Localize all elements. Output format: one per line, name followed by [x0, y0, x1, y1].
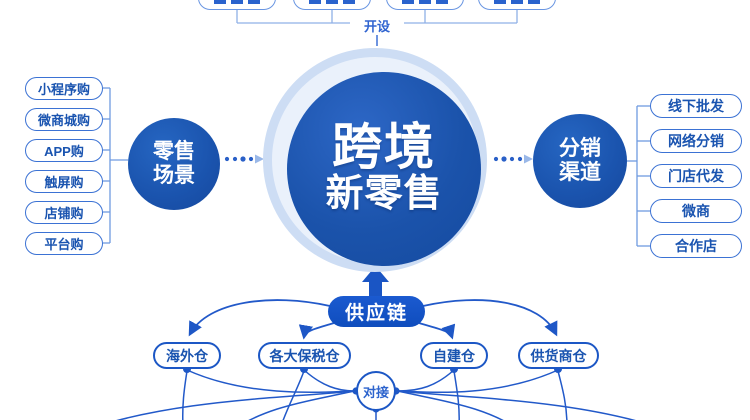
retail-scenes-hub: 零售 场景	[128, 118, 220, 210]
channel-item-wechat-business: 微商	[650, 199, 742, 223]
channel-item-store-dropship: 门店代发	[650, 164, 742, 188]
cross-border-new-retail-hub: 跨境 新零售	[287, 72, 481, 266]
channel-item-online-distribution: 网络分销	[650, 129, 742, 153]
left-link-arrow-icon	[255, 154, 264, 164]
retail-item-shop: 店铺购	[25, 200, 103, 224]
right-dotted-link	[493, 154, 533, 164]
center-title-line1: 跨境	[332, 118, 436, 175]
right-link-arrow-icon	[524, 154, 533, 164]
top-store-pill-1	[198, 0, 276, 10]
center-circle-ring: 跨境 新零售	[272, 57, 481, 266]
clipped-label	[214, 0, 260, 4]
right-bracket-lines	[627, 105, 650, 247]
top-store-pill-2	[293, 0, 371, 10]
retail-item-wechat-mall: 微商城购	[25, 107, 103, 131]
hub-label-line2: 渠道	[559, 161, 601, 184]
top-bracket-lines	[236, 10, 518, 46]
warehouse-bonded: 各大保税仓	[258, 342, 351, 369]
hub-label-line1: 零售	[153, 140, 195, 164]
dock-fanout-curves	[116, 370, 636, 420]
warehouse-supplier: 供货商仓	[518, 342, 599, 369]
center-title-line2: 新零售	[325, 173, 443, 216]
hub-label-line1: 分销	[559, 137, 601, 161]
hub-label-line2: 场景	[153, 164, 195, 187]
top-store-pill-4	[478, 0, 556, 10]
supply-to-warehouse-arrows	[188, 299, 558, 340]
clipped-label	[309, 0, 355, 4]
channel-item-partner-store: 合作店	[650, 234, 742, 258]
left-bracket-lines	[103, 87, 128, 244]
left-dotted-link	[224, 154, 264, 164]
retail-item-app: APP购	[25, 138, 103, 162]
retail-item-platform: 平台购	[25, 231, 103, 255]
supply-chain-node: 供应链	[328, 296, 425, 327]
channel-item-offline-wholesale: 线下批发	[650, 94, 742, 118]
warehouse-overseas: 海外仓	[153, 342, 221, 369]
warehouse-self-built: 自建仓	[420, 342, 488, 369]
dock-node: 对接	[356, 371, 396, 411]
top-store-pill-3	[386, 0, 464, 10]
center-circle-halo: 跨境 新零售	[263, 48, 487, 272]
supply-to-center-arrow-icon	[362, 266, 389, 297]
distribution-channels-hub: 分销 渠道	[533, 114, 627, 208]
clipped-label	[494, 0, 540, 4]
open-stores-label: 开设	[352, 16, 402, 35]
retail-item-touchscreen: 触屏购	[25, 169, 103, 193]
clipped-label	[402, 0, 448, 4]
retail-item-miniprogram: 小程序购	[25, 76, 103, 100]
